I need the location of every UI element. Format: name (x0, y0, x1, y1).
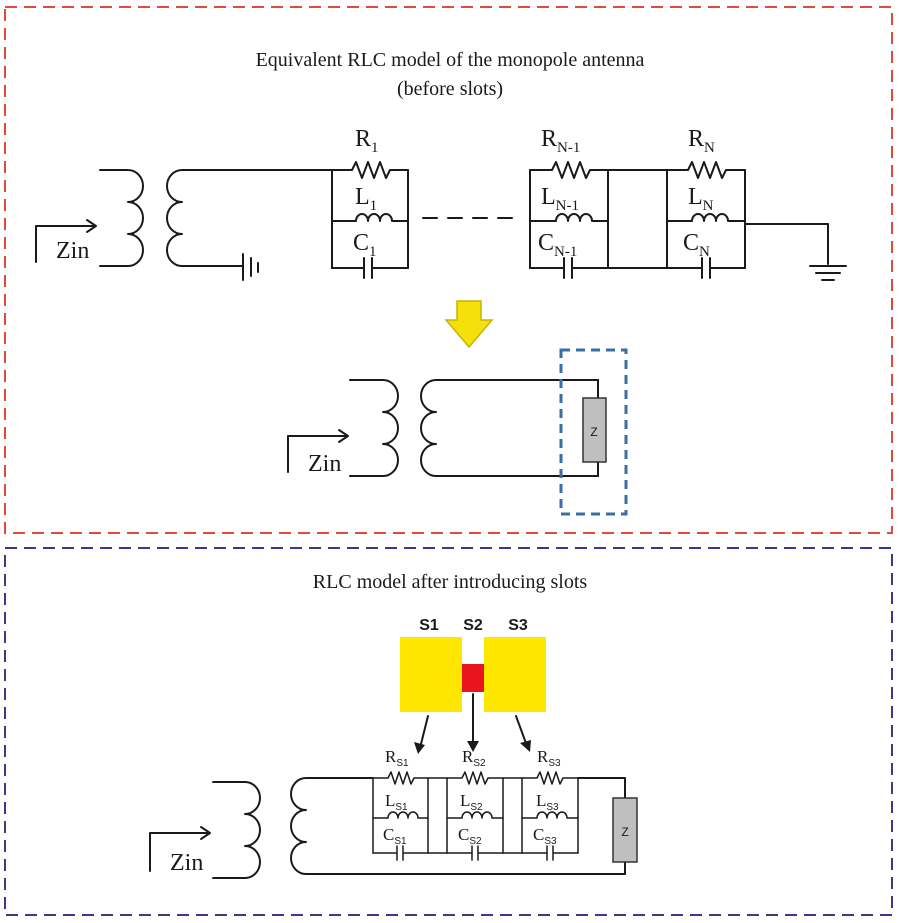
slot-arrow-s3 (515, 715, 531, 752)
rn-1-label: RN-1 (541, 126, 580, 156)
slot-patch-s3 (484, 637, 546, 712)
link-s2-s3 (502, 777, 523, 854)
transformer-primary-mid (349, 379, 399, 477)
ls3-label: LS3 (536, 791, 559, 813)
top-panel-title-line2: (before slots) (397, 78, 503, 100)
slot-arrow-s1 (414, 715, 429, 754)
rs2-label: RS2 (462, 747, 486, 769)
rlc-stage-n (666, 161, 746, 279)
slot-label-s3: S3 (508, 617, 528, 634)
slot-patch-s1 (400, 637, 462, 712)
rlc-stage-1 (331, 161, 409, 279)
ground-symbol-right (744, 223, 847, 281)
link-s1-s2 (427, 777, 448, 854)
load-impedance-bottom (612, 797, 638, 863)
zin-label-mid: Zin (308, 451, 341, 477)
load-label-bottom: Z (621, 825, 628, 839)
transformer-primary-bottom (212, 781, 261, 879)
top-panel-border (4, 6, 893, 534)
slot-label-s2: S2 (463, 617, 483, 634)
ls2-label: LS2 (460, 791, 483, 813)
input-port-arrow-bottom (149, 826, 211, 872)
l1-label: L1 (355, 184, 377, 214)
ground-symbol-left (237, 253, 259, 281)
cs3-label: CS3 (533, 825, 557, 847)
slot-label-s1: S1 (419, 617, 439, 634)
load-wire-bottom (577, 777, 626, 875)
transformer-primary-top (99, 169, 144, 267)
zin-label-top: Zin (56, 238, 89, 264)
rlc-stage-n-minus-1 (529, 161, 609, 279)
transformer-secondary-mid (420, 379, 599, 477)
bottom-panel-border (4, 547, 893, 916)
input-port-arrow-top (35, 219, 97, 263)
input-port-arrow-mid (287, 429, 349, 473)
slot-patch-s2 (462, 664, 484, 692)
transform-arrow-down (444, 300, 494, 349)
cn-1-label: CN-1 (538, 230, 577, 260)
r1-label: R1 (355, 126, 379, 156)
rn-label: RN (688, 126, 715, 156)
cs2-label: CS2 (458, 825, 482, 847)
rs1-label: RS1 (385, 747, 409, 769)
cs1-label: CS1 (383, 825, 407, 847)
cn-label: CN (683, 230, 710, 260)
slot-arrow-s2 (467, 693, 479, 752)
rlc-stage-s2 (446, 771, 504, 861)
load-label-mid: Z (590, 425, 597, 439)
transformer-secondary-top (166, 169, 239, 267)
load-impedance-mid (582, 397, 607, 463)
link-top-n (607, 169, 668, 269)
rlc-stage-s3 (521, 771, 579, 861)
ls1-label: LS1 (385, 791, 408, 813)
ln-1-label: LN-1 (541, 184, 579, 214)
ln-label: LN (688, 184, 714, 214)
rs3-label: RS3 (537, 747, 561, 769)
transformer-secondary-bottom (290, 777, 626, 875)
top-panel-title-line1: Equivalent RLC model of the monopole ant… (256, 49, 645, 71)
bottom-panel-title: RLC model after introducing slots (313, 571, 588, 593)
load-highlight-box (559, 348, 628, 516)
c1-label: C1 (353, 230, 377, 260)
rlc-stage-s1 (372, 771, 429, 861)
zin-label-bottom: Zin (170, 850, 203, 876)
